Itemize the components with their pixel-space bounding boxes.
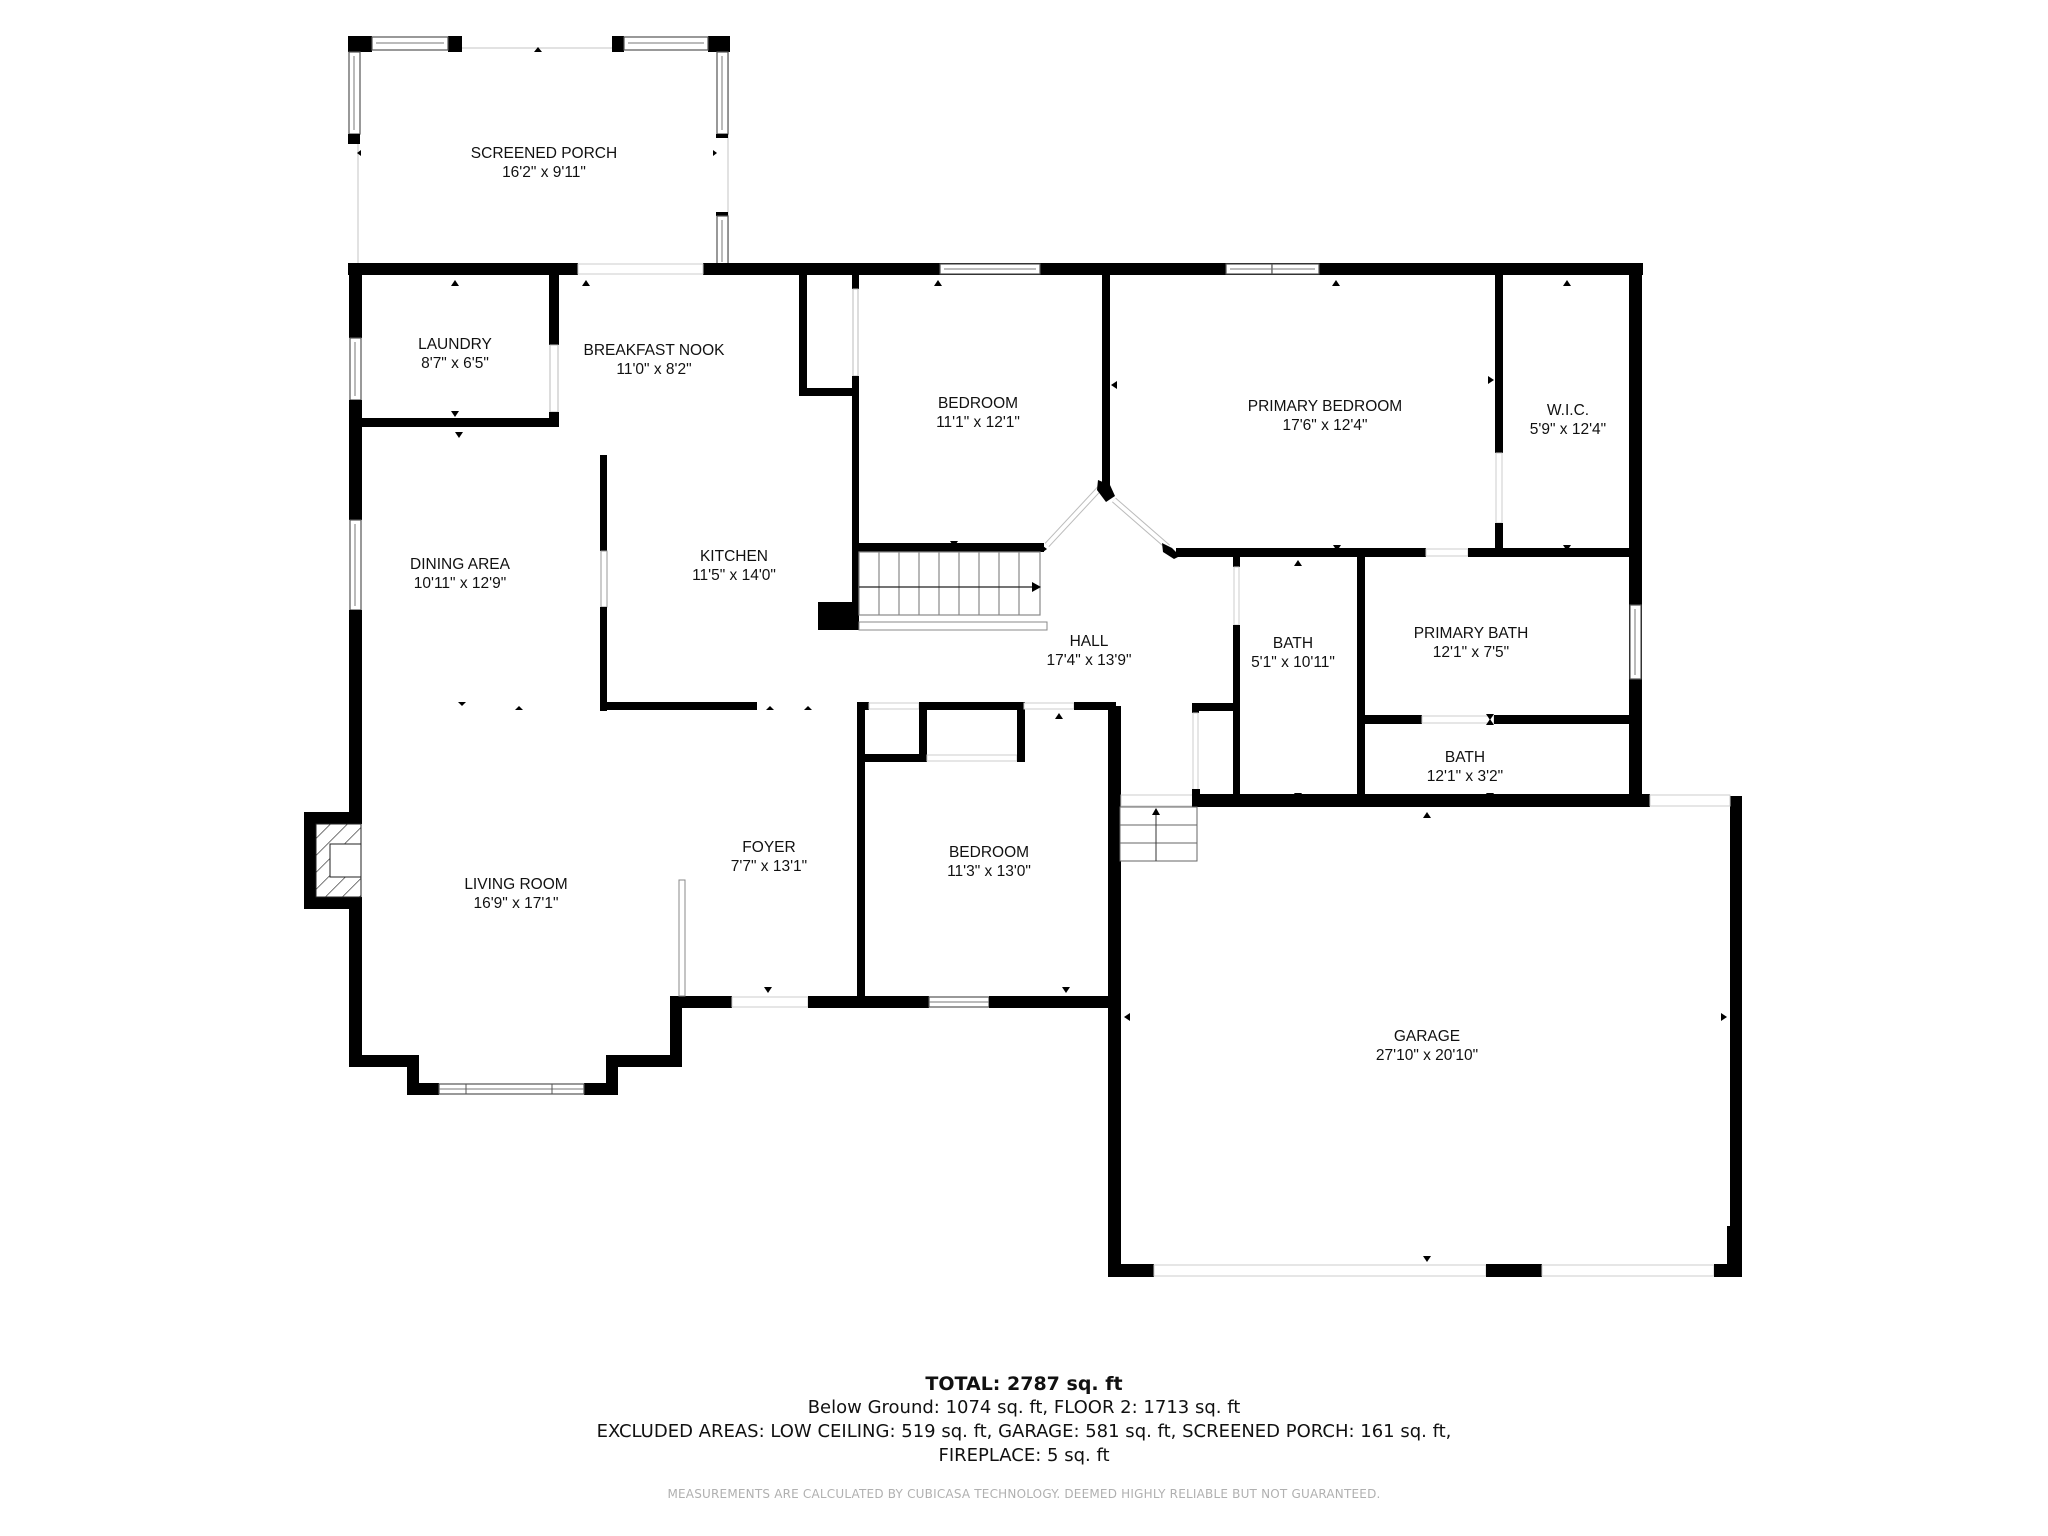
room-name-living-room: LIVING ROOM bbox=[464, 876, 567, 893]
room-dims-bath-1: 5'1" x 10'11" bbox=[1251, 654, 1335, 671]
interior-walls bbox=[362, 275, 1642, 997]
room-name-garage: GARAGE bbox=[1394, 1028, 1460, 1045]
main-stairs bbox=[858, 551, 1048, 631]
screened-porch-walls bbox=[348, 36, 730, 271]
room-dims-wic: 5'9" x 12'4" bbox=[1530, 421, 1606, 438]
room-name-breakfast-nook: BREAKFAST NOOK bbox=[584, 342, 726, 359]
room-name-wic: W.I.C. bbox=[1547, 402, 1589, 419]
room-dims-foyer: 7'7" x 13'1" bbox=[731, 858, 807, 875]
room-dims-primary-bath: 12'1" x 7'5" bbox=[1433, 644, 1509, 661]
measurement-ticks bbox=[451, 280, 1727, 1262]
room-dims-primary-bedroom: 17'6" x 12'4" bbox=[1282, 417, 1367, 434]
exterior-walls bbox=[304, 263, 1742, 1277]
fireplace-area: FIREPLACE: 5 sq. ft bbox=[938, 1445, 1110, 1466]
room-dims-dining-area: 10'11" x 12'9" bbox=[414, 575, 506, 592]
room-name-kitchen: KITCHEN bbox=[700, 548, 768, 565]
room-dims-bedroom-1: 11'1" x 12'1" bbox=[936, 414, 1020, 431]
floor-breakdown: Below Ground: 1074 sq. ft, FLOOR 2: 1713… bbox=[807, 1397, 1241, 1418]
room-name-hall: HALL bbox=[1070, 633, 1109, 650]
room-name-bedroom-2: BEDROOM bbox=[949, 844, 1029, 861]
fireplace bbox=[315, 823, 362, 898]
room-name-foyer: FOYER bbox=[742, 839, 795, 856]
room-dims-screened-porch: 16'2" x 9'11" bbox=[502, 164, 586, 181]
room-labels: SCREENED PORCH 16'2" x 9'11" LAUNDRY 8'7… bbox=[410, 145, 1606, 1064]
total-area: TOTAL: 2787 sq. ft bbox=[925, 1373, 1123, 1395]
room-dims-garage: 27'10" x 20'10" bbox=[1376, 1047, 1478, 1064]
disclaimer: MEASUREMENTS ARE CALCULATED BY CUBICASA … bbox=[667, 1487, 1381, 1501]
room-name-screened-porch: SCREENED PORCH bbox=[471, 145, 617, 162]
room-name-bedroom-1: BEDROOM bbox=[938, 395, 1018, 412]
room-name-primary-bedroom: PRIMARY BEDROOM bbox=[1248, 398, 1402, 415]
room-name-bath-2: BATH bbox=[1445, 749, 1485, 766]
room-name-bath-1: BATH bbox=[1273, 635, 1313, 652]
room-dims-bath-2: 12'1" x 3'2" bbox=[1427, 768, 1503, 785]
garage-stairs bbox=[1119, 806, 1198, 862]
room-name-dining-area: DINING AREA bbox=[410, 556, 511, 573]
room-dims-laundry: 8'7" x 6'5" bbox=[421, 355, 489, 372]
room-dims-hall: 17'4" x 13'9" bbox=[1046, 652, 1131, 669]
room-dims-breakfast-nook: 11'0" x 8'2" bbox=[616, 361, 691, 378]
room-name-laundry: LAUNDRY bbox=[418, 336, 492, 353]
room-dims-bedroom-2: 11'3" x 13'0" bbox=[947, 863, 1031, 880]
room-dims-kitchen: 11'5" x 14'0" bbox=[692, 567, 776, 584]
room-name-primary-bath: PRIMARY BATH bbox=[1414, 625, 1529, 642]
room-dims-living-room: 16'9" x 17'1" bbox=[473, 895, 558, 912]
excluded-areas: EXCLUDED AREAS: LOW CEILING: 519 sq. ft,… bbox=[596, 1421, 1452, 1442]
